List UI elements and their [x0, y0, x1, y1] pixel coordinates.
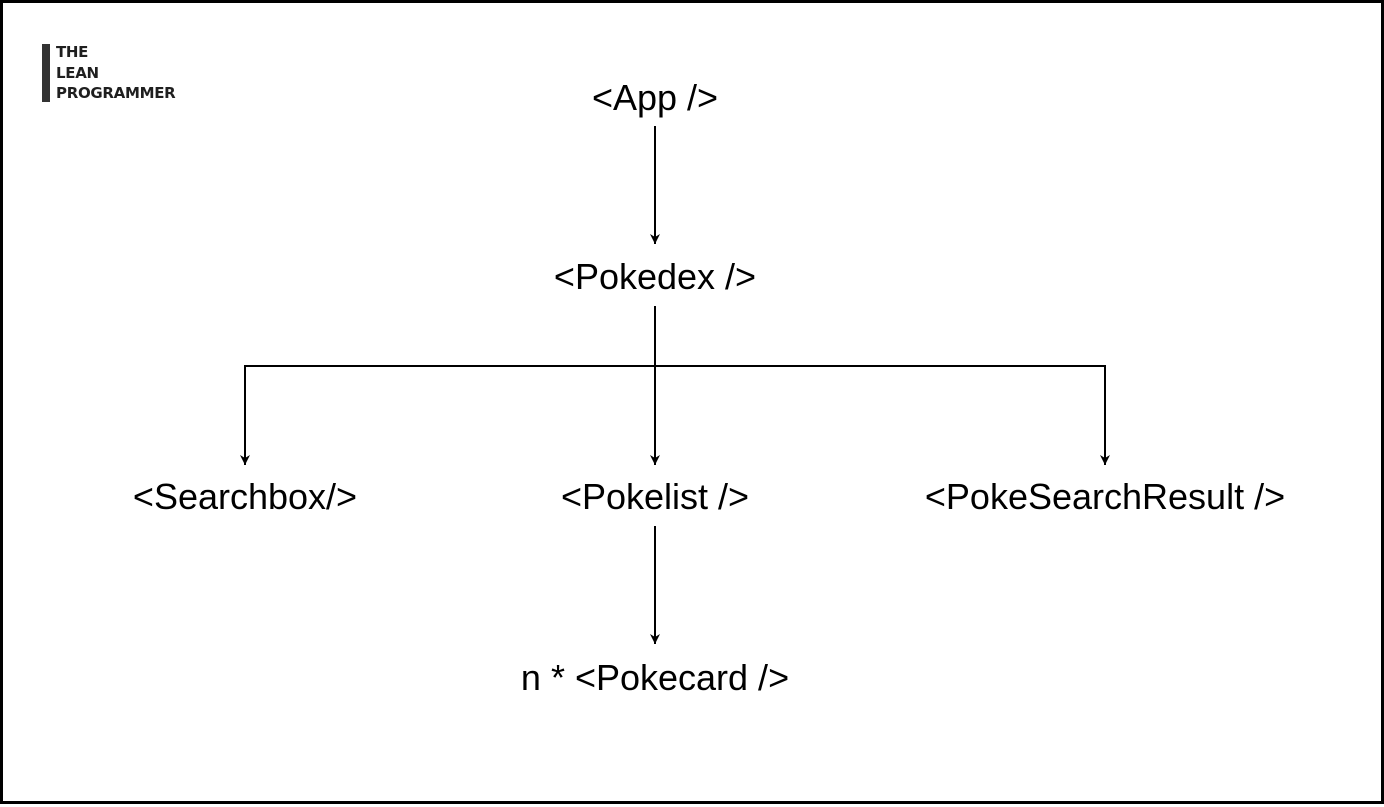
logo-line-3: PROGRAMMER: [56, 84, 176, 102]
edge-pokedex-to-searchbox: [240, 365, 655, 465]
node-app: <App />: [591, 77, 719, 118]
logo-line-1: THE: [56, 43, 89, 61]
node-pokecard: n * <Pokecard />: [520, 657, 790, 698]
logo-text: THE LEAN PROGRAMMER: [56, 43, 176, 102]
connector-layer: [240, 126, 1110, 644]
node-pokelist: <Pokelist />: [560, 476, 750, 517]
logo-bar: [42, 44, 50, 102]
node-pokedex: <Pokedex />: [553, 256, 757, 297]
logo-line-2: LEAN: [56, 63, 99, 82]
node-searchbox: <Searchbox/>: [132, 476, 358, 517]
lean-programmer-logo: THE LEAN PROGRAMMER: [42, 43, 176, 102]
edge-pokedex-to-poke-search-result: [655, 365, 1110, 465]
node-poke-search-result: <PokeSearchResult />: [924, 476, 1286, 517]
